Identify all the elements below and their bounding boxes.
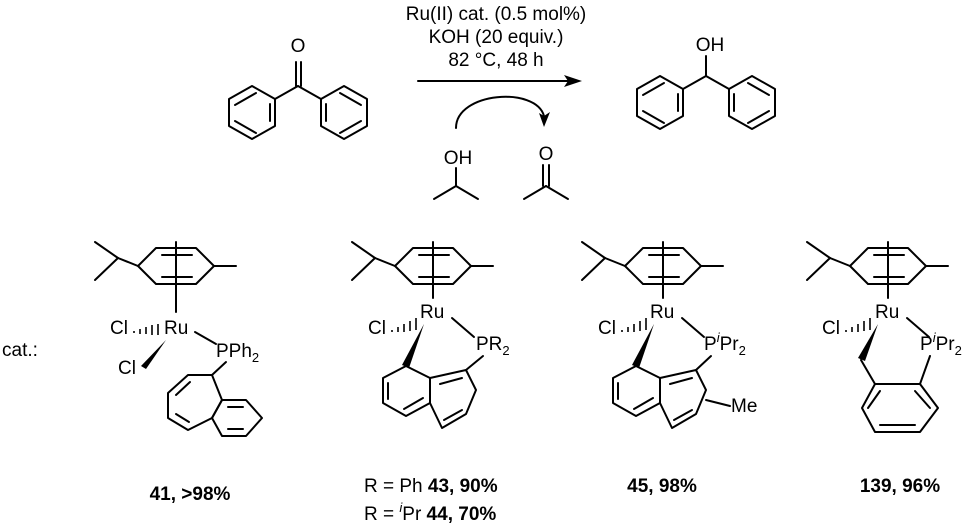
- cat43-sep: ,: [449, 476, 460, 497]
- isopropanol: OH: [433, 148, 479, 200]
- reaction-conditions: Ru(II) cat. (0.5 mol%) KOH (20 equiv.) 8…: [406, 4, 587, 71]
- cat139-pr-text: Pr: [936, 334, 956, 355]
- product-oh-label: OH: [696, 35, 725, 56]
- cat41-pph-text: PPh: [216, 341, 252, 362]
- cat43-ru-label: Ru: [420, 302, 444, 323]
- carbonyl-o-label: O: [291, 36, 306, 57]
- cat44-prefix2: Pr: [402, 504, 426, 525]
- catalyst-139: Ru Cl PiPr2 139, 96%: [806, 241, 962, 497]
- cat44-number: 44: [427, 504, 449, 525]
- cat44-prefix: R =: [364, 504, 399, 525]
- cat41-p-label: PPh2: [216, 341, 259, 365]
- catalyst-43-44: Ru Cl PR2 R = Ph 43, 90% R = iPr 44, 70%: [351, 241, 510, 525]
- cat139-cl-label: Cl: [822, 318, 840, 339]
- cat41-cl2-label: Cl: [118, 358, 136, 379]
- cat41-cl1-label: Cl: [110, 318, 128, 339]
- cat43-cl-label: Cl: [368, 318, 386, 339]
- cat43-number: 43: [428, 476, 449, 497]
- cat139-yield: 96%: [902, 476, 940, 497]
- cat43-prefix: R = Ph: [364, 476, 428, 497]
- cat45-me-label: Me: [731, 396, 757, 417]
- condition-temp-time: 82 °C, 48 h: [448, 50, 543, 71]
- cat41-ru-label: Ru: [164, 318, 188, 339]
- cat45-sup: i: [717, 330, 721, 345]
- cat43-caption: R = Ph 43, 90%: [364, 476, 498, 497]
- cat44-caption: R = iPr 44, 70%: [364, 500, 496, 525]
- cat44-yield: 70%: [458, 504, 496, 525]
- cat41-caption: 41, >98%: [150, 484, 231, 505]
- cat139-ru-label: Ru: [875, 302, 899, 323]
- cat139-sup: i: [933, 330, 937, 345]
- cat44-sup: i: [399, 500, 403, 515]
- cat45-sub2: 2: [739, 343, 746, 358]
- cat45-pr-text: Pr: [720, 334, 740, 355]
- ipa-oh-label: OH: [444, 148, 473, 169]
- cat43-p-label: PR2: [476, 334, 510, 358]
- cat139-sub2: 2: [955, 343, 962, 358]
- cat43-pr-text: PR: [476, 334, 502, 355]
- acetone: O: [523, 144, 569, 200]
- cat44-sep: ,: [448, 504, 459, 525]
- cat43-sub2: 2: [502, 343, 509, 358]
- catalyst-45: Ru Cl PiPr2 Me 45, 98%: [581, 241, 757, 497]
- cat45-caption: 45, 98%: [627, 476, 697, 497]
- cat43-yield: 90%: [460, 476, 498, 497]
- catalyst-41: Ru Cl Cl PPh2 41, >98%: [94, 241, 263, 505]
- cat-label: cat.:: [2, 340, 38, 361]
- cat139-p-label: PiPr2: [920, 330, 962, 358]
- benzophenone: O: [228, 36, 368, 140]
- cat45-ru-label: Ru: [650, 302, 674, 323]
- cat41-sub2: 2: [252, 350, 259, 365]
- benzhydrol: OH: [636, 35, 776, 130]
- cat41-number: 41: [150, 484, 172, 505]
- cat45-cl-label: Cl: [598, 318, 616, 339]
- cat45-number: 45: [627, 476, 649, 497]
- cat139-caption: 139, 96%: [860, 476, 940, 497]
- condition-catalyst: Ru(II) cat. (0.5 mol%): [406, 4, 587, 25]
- cat45-yield: 98%: [659, 476, 697, 497]
- cat139-number: 139: [860, 476, 892, 497]
- reaction-arrow: [417, 75, 582, 129]
- condition-base: KOH (20 equiv.): [429, 27, 564, 48]
- cat45-p-text: P: [704, 334, 717, 355]
- cat139-p-text: P: [920, 334, 933, 355]
- cat45-p-label: PiPr2: [704, 330, 746, 358]
- cat41-yield: >98%: [181, 484, 230, 505]
- acetone-o-label: O: [539, 144, 554, 165]
